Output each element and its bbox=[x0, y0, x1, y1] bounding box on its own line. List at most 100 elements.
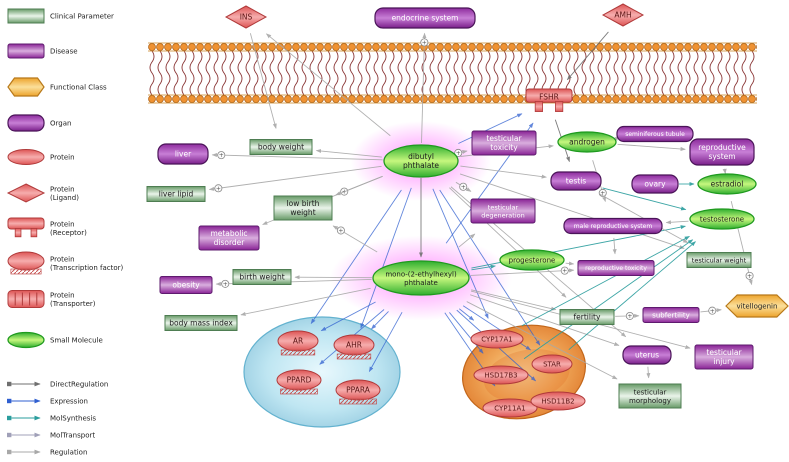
node-estradiol[interactable]: estradiol bbox=[697, 173, 757, 195]
edge-dbp-fertility[interactable] bbox=[449, 187, 567, 298]
edge-dbp-fshr[interactable] bbox=[458, 113, 523, 144]
edge-mehp-ppara[interactable] bbox=[368, 312, 403, 373]
edge-mehp-ar[interactable] bbox=[320, 301, 376, 332]
edge-estradiol-reprosys[interactable] bbox=[722, 168, 727, 175]
edge-mehp-progesterone[interactable] bbox=[471, 264, 496, 271]
edge-fertility-subfertility[interactable]: + bbox=[615, 311, 640, 320]
edge-dbp-ins[interactable] bbox=[265, 33, 391, 137]
legend-item-smallmol[interactable]: Small Molecule bbox=[7, 331, 103, 349]
edge-dbp-ar[interactable] bbox=[310, 189, 402, 325]
legend-item-receptor[interactable]: Protein(Receptor) bbox=[7, 217, 87, 238]
node-ppard[interactable]: PPARD bbox=[276, 369, 322, 395]
node-fshr[interactable]: FSHR bbox=[525, 88, 573, 112]
node-subfertility[interactable]: subfertility bbox=[642, 307, 700, 323]
legend-item-Expression[interactable]: Expression bbox=[7, 398, 88, 406]
node-bodyweight[interactable]: body weight bbox=[249, 139, 313, 155]
legend-item-DirectRegulation[interactable]: DirectRegulation bbox=[7, 381, 108, 389]
legend-item-tf[interactable]: Protein(Transcription factor) bbox=[7, 251, 123, 275]
node-endocrine[interactable]: endocrine system bbox=[374, 7, 476, 29]
edge-testosterone-malerepro[interactable] bbox=[665, 220, 689, 225]
edge-dbp-bodyweight[interactable] bbox=[315, 148, 382, 158]
edge-mehp-lowbirth[interactable]: + bbox=[332, 225, 378, 253]
edge-dbp-testweight[interactable] bbox=[459, 173, 685, 249]
node-birthweight[interactable]: birth weight bbox=[232, 269, 292, 285]
legend-item-MolSynthesis[interactable]: MolSynthesis bbox=[7, 415, 96, 423]
legend-item-MolTransport[interactable]: MolTransport bbox=[7, 432, 95, 440]
node-mehp[interactable]: mono-(2-ethylhexyl)phthalate bbox=[372, 260, 470, 296]
node-testweight[interactable]: testicular weight bbox=[686, 252, 752, 268]
edge-mehp-fertility[interactable] bbox=[471, 289, 557, 311]
edge-dbp-testis[interactable] bbox=[460, 165, 547, 179]
node-semtub[interactable]: seminiferous tubule bbox=[616, 125, 694, 143]
legend-item-organ[interactable]: Organ bbox=[7, 114, 71, 132]
edge-mehp-testdeg[interactable] bbox=[458, 233, 476, 248]
node-cyp17a1[interactable]: CYP17A1 bbox=[470, 329, 524, 349]
edge-hsd17b3-testosterone[interactable] bbox=[523, 239, 694, 360]
node-liver[interactable]: liver bbox=[157, 143, 209, 165]
edge-mehp-reprotox[interactable]: + bbox=[470, 266, 575, 276]
edge-amh-fshr[interactable] bbox=[566, 31, 609, 81]
edge-testis-testosterone[interactable] bbox=[602, 187, 687, 211]
legend-item-ligand[interactable]: Protein(Ligand) bbox=[6, 183, 79, 203]
node-ins[interactable]: INS bbox=[224, 5, 268, 29]
edge-mehp-testmorph[interactable] bbox=[466, 301, 618, 380]
node-ahr[interactable]: AHR bbox=[333, 334, 375, 360]
node-ar[interactable]: AR bbox=[277, 330, 319, 356]
edge-mehp-uterus[interactable] bbox=[469, 294, 620, 346]
edge-ins-bodyweight[interactable] bbox=[249, 33, 277, 129]
edge-mehp-hsd17b3[interactable] bbox=[449, 312, 484, 354]
edge-star-testosterone[interactable] bbox=[568, 241, 696, 351]
edge-dbp-liverlipid[interactable]: + bbox=[208, 165, 382, 192]
node-bmi[interactable]: body mass index bbox=[164, 315, 238, 331]
edge-androgen-reprosys[interactable] bbox=[617, 143, 686, 151]
node-obesity[interactable]: obesity bbox=[159, 276, 213, 294]
edge-dbp-liver[interactable]: + bbox=[211, 151, 383, 161]
edge-dbp-ahr[interactable] bbox=[360, 187, 412, 329]
protein-shape bbox=[482, 398, 538, 418]
edge-cyp17a1-testosterone[interactable] bbox=[521, 235, 690, 327]
legend-item-functional[interactable]: Functional Class bbox=[7, 77, 107, 97]
node-testis[interactable]: testis bbox=[550, 171, 602, 191]
legend-item-protein[interactable]: Protein bbox=[7, 149, 75, 165]
node-liverlipid[interactable]: liver lipid bbox=[146, 186, 206, 202]
node-malerepro[interactable]: male reproductive system bbox=[563, 217, 663, 235]
node-testosterone[interactable]: testosterone bbox=[689, 208, 755, 230]
node-progesterone[interactable]: progesterone bbox=[499, 249, 565, 271]
node-ppara[interactable]: PPARA bbox=[335, 379, 381, 405]
node-reprotox[interactable]: reproductive toxicity bbox=[577, 260, 655, 276]
legend-item-clinical[interactable]: Clinical Parameter bbox=[7, 8, 114, 24]
edge-uterus-testmorph[interactable] bbox=[646, 366, 651, 379]
legend-item-Regulation[interactable]: Regulation bbox=[7, 449, 87, 457]
node-uterus[interactable]: uterus bbox=[622, 345, 672, 365]
node-amh[interactable]: AMH bbox=[601, 3, 645, 27]
legend-item-transporter[interactable]: Protein(Transporter) bbox=[7, 290, 96, 308]
node-cyp11a1[interactable]: CYP11A1 bbox=[482, 398, 538, 418]
edge-dbp-endocrine[interactable]: + bbox=[420, 32, 429, 143]
edge-mehp-bmi[interactable] bbox=[240, 287, 371, 316]
node-androgen[interactable]: androgen bbox=[557, 131, 617, 153]
node-hsd11b2[interactable]: HSD11B2 bbox=[530, 391, 586, 411]
edge-dbp-testtox[interactable]: + bbox=[454, 148, 468, 157]
edge-progesterone-reprotox[interactable] bbox=[565, 261, 575, 266]
node-hsd17b3[interactable]: HSD17B3 bbox=[473, 365, 529, 385]
edge-mehp-ahr[interactable] bbox=[371, 311, 389, 330]
edge-dbp-star[interactable] bbox=[439, 189, 541, 346]
node-fertility[interactable]: fertility bbox=[559, 309, 615, 325]
node-star[interactable]: STAR bbox=[531, 354, 573, 374]
edge-dbp-testdeg[interactable]: + bbox=[455, 181, 472, 192]
node-vitellogenin[interactable]: vitellogenin bbox=[725, 294, 789, 318]
legend-item-disease[interactable]: Disease bbox=[7, 43, 78, 59]
edge-dbp-cyp17a1[interactable] bbox=[432, 188, 489, 319]
edge-malerepro-reprotox[interactable] bbox=[612, 237, 617, 255]
node-ovary[interactable]: ovary bbox=[631, 174, 679, 194]
edge-subfertility-vitellogenin[interactable]: + bbox=[700, 306, 722, 315]
edge-mehp-cyp17a1[interactable] bbox=[458, 308, 475, 321]
